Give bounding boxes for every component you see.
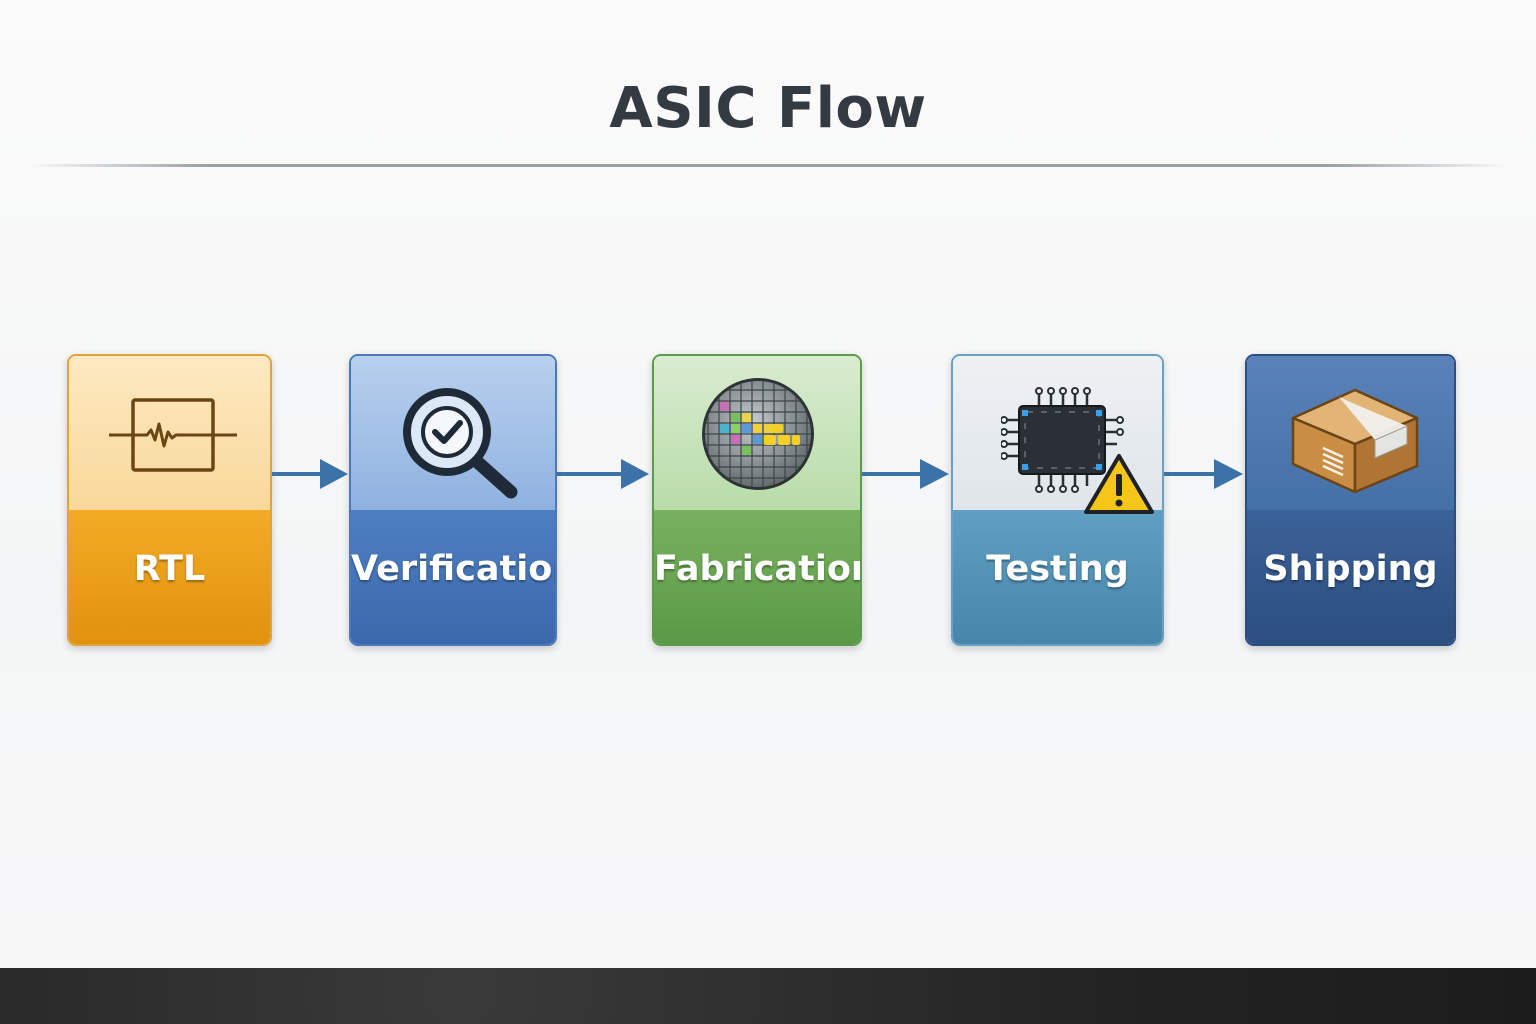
waveform-icon [109,398,237,472]
step-card-rtl: RTL [67,354,272,646]
title-divider [30,164,1506,167]
flow-arrow [272,459,348,489]
wafer-icon [702,378,814,490]
step-card-shipping: Shipping [1245,354,1456,646]
page-title: ASIC Flow [609,76,927,141]
card-bottom [351,510,555,644]
step-label: Shipping [1263,549,1438,589]
chip-warning-icon [1001,387,1154,514]
card-bottom [654,510,860,644]
card-bottom [69,510,270,644]
magnifier-check-icon [403,388,518,499]
bottom-band [0,968,1536,1024]
step-card-verification: Verification [349,354,557,646]
card-bottom [1247,510,1454,644]
card-bottom [953,510,1162,644]
step-card-fabrication: Fabrication [652,354,862,646]
package-box-icon [1291,388,1419,494]
slide-background: ASIC Flow RTL Verification [0,0,1536,968]
step-card-testing: Testing [951,354,1164,646]
flow-arrow [1164,459,1243,489]
step-label: Fabrication [654,549,862,589]
flow-arrow [862,459,949,489]
step-label: Verification [351,549,557,589]
flow-arrow [557,459,649,489]
step-label: RTL [133,549,206,589]
step-label: Testing [986,549,1129,589]
